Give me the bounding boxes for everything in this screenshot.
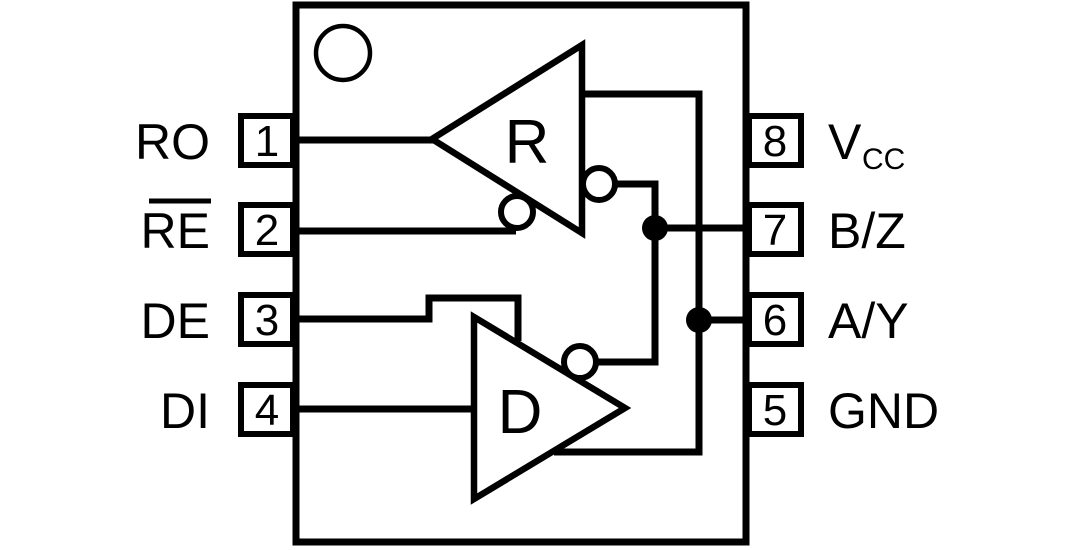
internal-wires: [296, 90, 752, 456]
pin1-indicator-dot: [313, 23, 373, 83]
wire-a-bus-noninverting: [554, 90, 703, 456]
pin-number-5: 5: [763, 386, 787, 435]
receiver-enable-bubble: [498, 193, 536, 231]
pin-number-4: 4: [255, 386, 279, 435]
receiver-letter: R: [505, 108, 550, 177]
chip-body-outline: [292, 1, 750, 546]
pin-box-2: [238, 202, 296, 257]
pin-box-6: [746, 292, 804, 347]
wire-de-to-driver-enable: [296, 294, 522, 341]
pin-box-1: [238, 113, 296, 168]
pin-number-2: 2: [255, 206, 279, 255]
pin-label-ro: RO: [135, 114, 210, 170]
pin-number-3: 3: [255, 296, 279, 345]
pin-label-vcc: V: [828, 114, 862, 170]
pin-box-7: [746, 202, 804, 257]
pin-label-di: DI: [160, 383, 210, 439]
driver-letter: D: [498, 378, 543, 447]
pin-number-8: 8: [763, 117, 787, 166]
driver-triangle: [470, 311, 632, 505]
pin-boxes-right: [746, 113, 804, 437]
pin-number-1: 1: [255, 117, 279, 166]
pin-label-bz: B/Z: [828, 203, 906, 259]
pin-label-re: RE: [141, 203, 210, 259]
pin-number-7: 7: [763, 206, 787, 255]
pin-label-de: DE: [141, 293, 210, 349]
pin-box-5: [746, 382, 804, 437]
pin-label-vcc-subscript: CC: [862, 143, 905, 176]
pin-number-6: 6: [763, 296, 787, 345]
driver-inverting-output-bubble: [561, 343, 599, 381]
receiver-inverting-input-bubble: [580, 165, 618, 203]
pin-box-8: [746, 113, 804, 168]
pin-box-3: [238, 292, 296, 347]
pin-box-4: [238, 382, 296, 437]
junction-dot-a: [686, 307, 712, 333]
receiver-triangle: [425, 39, 586, 239]
junction-dot-b: [642, 215, 668, 241]
pin-label-ay: A/Y: [828, 293, 909, 349]
pin-boxes-left: [238, 113, 296, 437]
pin-label-gnd: GND: [828, 383, 939, 439]
wire-b-bus-inverting: [597, 180, 659, 366]
